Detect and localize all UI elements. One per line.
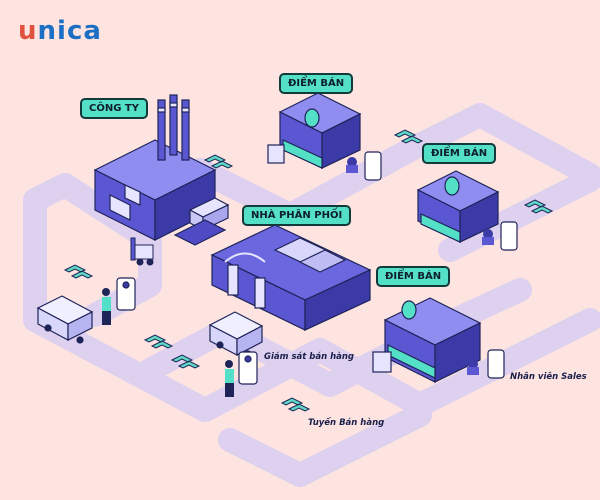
shop-3-building xyxy=(372,297,482,383)
company-label: CÔNG TY xyxy=(80,98,148,119)
shop-1-building xyxy=(267,92,362,169)
person-sales-scooter-3 xyxy=(467,359,479,375)
road-bottom xyxy=(218,403,432,487)
phone-icon xyxy=(487,349,505,379)
phone-icon xyxy=(238,351,258,385)
chevron-icon xyxy=(280,397,311,412)
shop-2-label: ĐIỂM BÁN xyxy=(422,143,497,164)
route-note: Tuyến Bán hàng xyxy=(308,418,385,428)
person-sales-scooter-1 xyxy=(346,157,358,173)
phone-icon xyxy=(500,221,518,251)
supervisor-note: Giám sát bán hàng xyxy=(264,352,355,362)
chevron-icon xyxy=(143,334,174,349)
company-factory xyxy=(93,94,230,246)
phone-icon xyxy=(116,277,136,311)
truck-left xyxy=(36,295,94,344)
logo-letters-nica: nica xyxy=(37,16,102,46)
distributor-warehouse xyxy=(210,224,372,331)
road-top xyxy=(188,103,600,227)
chevron-icon xyxy=(63,264,94,279)
shop-2-building xyxy=(416,170,500,243)
shop-3-label: ĐIỂM BÁN xyxy=(376,266,451,287)
road-middle xyxy=(138,278,532,397)
forklift xyxy=(130,237,154,266)
chevron-icon xyxy=(393,129,424,144)
route-chevrons xyxy=(63,129,554,412)
chevron-icon xyxy=(170,354,201,369)
unica-logo: unica xyxy=(18,16,102,46)
logo-letter-u: u xyxy=(18,16,38,46)
person-sales-scooter-2 xyxy=(482,229,494,245)
shop-1-label: ĐIỂM BÁN xyxy=(279,73,354,94)
chevron-icon xyxy=(203,154,234,169)
phone-icon xyxy=(364,151,382,181)
person-supervisor-left xyxy=(102,288,111,325)
person-supervisor xyxy=(225,360,234,397)
distributor-label: NHÀ PHÂN PHỐI xyxy=(242,205,352,226)
sales-staff-note: Nhân viên Sales xyxy=(510,372,587,382)
chevron-icon xyxy=(523,199,554,214)
road-right xyxy=(438,168,600,262)
